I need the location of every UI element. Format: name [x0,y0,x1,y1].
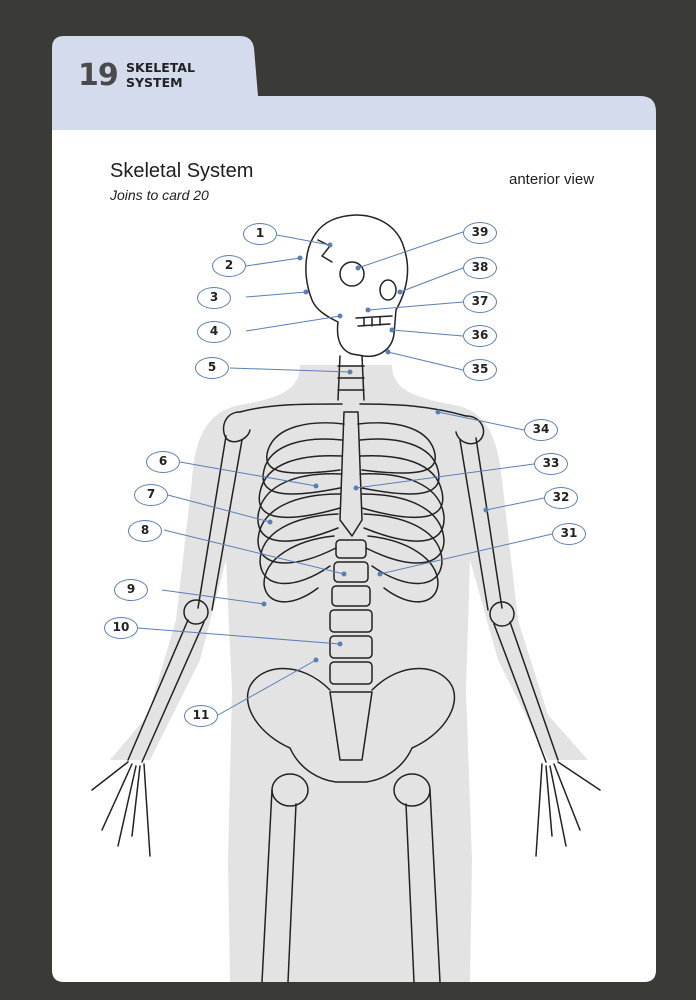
femur-left [261,789,297,983]
skull-suture [317,239,333,263]
humerus-left [197,435,243,611]
forearm-left [127,619,205,763]
callout-8: 8 [128,520,162,542]
leader-lines [137,231,553,716]
callout-10: 10 [104,617,138,639]
callout-3: 3 [197,287,231,309]
callout-39: 39 [463,222,497,244]
callout-34: 34 [524,419,558,441]
tab-label-line2: SYSTEM [126,75,183,90]
leader-dots [261,242,489,663]
body-silhouette [110,365,588,982]
callout-4: 4 [197,321,231,343]
card-tab-band [52,36,656,130]
skull [305,214,409,358]
eye-socket [339,261,365,287]
callout-36: 36 [463,325,497,347]
hand-left [91,761,151,857]
callout-37: 37 [463,291,497,313]
callout-6: 6 [146,451,180,473]
callout-1: 1 [243,223,277,245]
hand-right [535,761,601,857]
callout-32: 32 [544,487,578,509]
cervical-spine [337,355,365,401]
callout-33: 33 [534,453,568,475]
ribs-left [257,422,345,603]
callout-38: 38 [463,257,497,279]
elbow-left [183,599,209,625]
forearm-right [493,621,559,763]
page-title: Skeletal System [110,160,254,182]
femur-right [405,789,441,983]
teeth [355,315,393,327]
tab-label: SKELETAL SYSTEM [126,60,236,90]
callout-35: 35 [463,359,497,381]
page-subtitle: Joins to card 20 [110,187,209,203]
callout-11: 11 [184,705,218,727]
pelvis [246,667,456,783]
callout-9: 9 [114,579,148,601]
humerus-right [459,437,503,611]
callout-2: 2 [212,255,246,277]
callout-5: 5 [195,357,229,379]
callout-7: 7 [134,484,168,506]
elbow-right [489,601,515,627]
clavicle-left [239,403,343,413]
ribs-right [357,422,445,603]
eye-socket-right [379,279,397,301]
sternum [339,411,363,537]
callout-31: 31 [552,523,586,545]
view-label: anterior view [509,171,595,188]
lumbar-spine [329,539,373,685]
tab-label-line1: SKELETAL [126,60,195,75]
clavicle-right [359,403,467,417]
card-number: 19 [78,58,119,93]
sacrum [329,691,373,761]
